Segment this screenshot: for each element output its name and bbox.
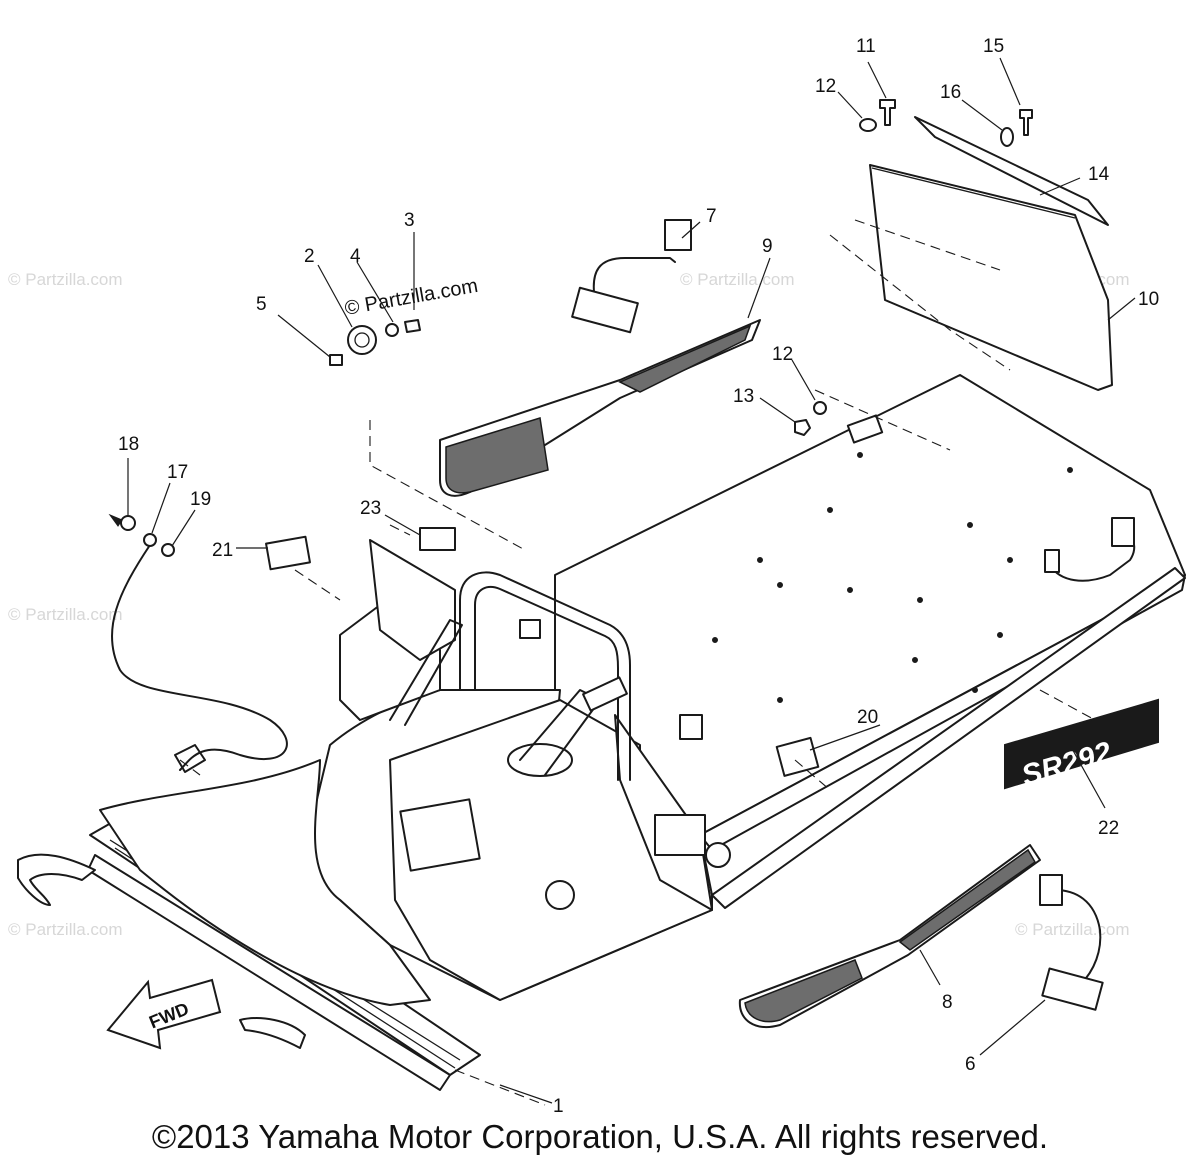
callout-9: 9 [762,236,773,257]
callout-21: 21 [212,540,233,561]
callout-12-lower: 12 [772,344,793,365]
stirrup-upper [571,219,692,334]
callout-6: 6 [965,1054,976,1075]
callout-10: 10 [1138,289,1159,310]
callout-23: 23 [360,498,381,519]
callout-4: 4 [350,246,361,267]
callout-19: 19 [190,489,211,510]
callout-22: 22 [1098,818,1119,839]
footboard-lower [738,844,1041,1028]
callout-12: 12 [815,76,836,97]
forward-arrow: FWD [106,978,222,1050]
flap-bracket [914,116,1109,226]
watermark: © Partzilla.com [8,605,123,624]
watermark: © Partzilla.com [680,270,795,289]
watermark: © Partzilla.com [8,270,123,289]
callout-1: 1 [553,1096,564,1117]
callout-17: 17 [167,462,188,483]
callout-labels: 1 2 3 4 5 6 7 8 9 10 11 12 12 13 14 15 1… [118,36,1159,1117]
footboard-upper [439,319,761,497]
model-decal: SR292 [1004,698,1159,793]
copyright-notice: ©2013 Yamaha Motor Corporation, U.S.A. A… [151,1118,1049,1155]
assembly-lines [179,219,1096,1106]
speedometer-cable [108,513,288,771]
callout-15: 15 [983,36,1004,57]
watermark-main: © Partzilla.com [343,275,480,320]
leader-lines [127,57,1136,1104]
callout-2: 2 [304,246,315,267]
snow-flap [869,164,1113,391]
callout-7: 7 [706,206,717,227]
watermark: © Partzilla.com [8,920,123,939]
watermark: © Partzilla.com [1015,920,1130,939]
callout-8: 8 [942,992,953,1013]
callout-20: 20 [857,707,878,728]
stirrup-lower [1039,874,1104,1011]
callout-5: 5 [256,294,267,315]
callout-18: 18 [118,434,139,455]
hardware [265,99,1033,777]
callout-11: 11 [856,36,876,57]
callout-14: 14 [1088,164,1110,185]
callout-16: 16 [940,82,961,103]
callout-13: 13 [733,386,754,407]
callout-3: 3 [404,210,415,231]
frame-assembly [17,374,1186,1091]
